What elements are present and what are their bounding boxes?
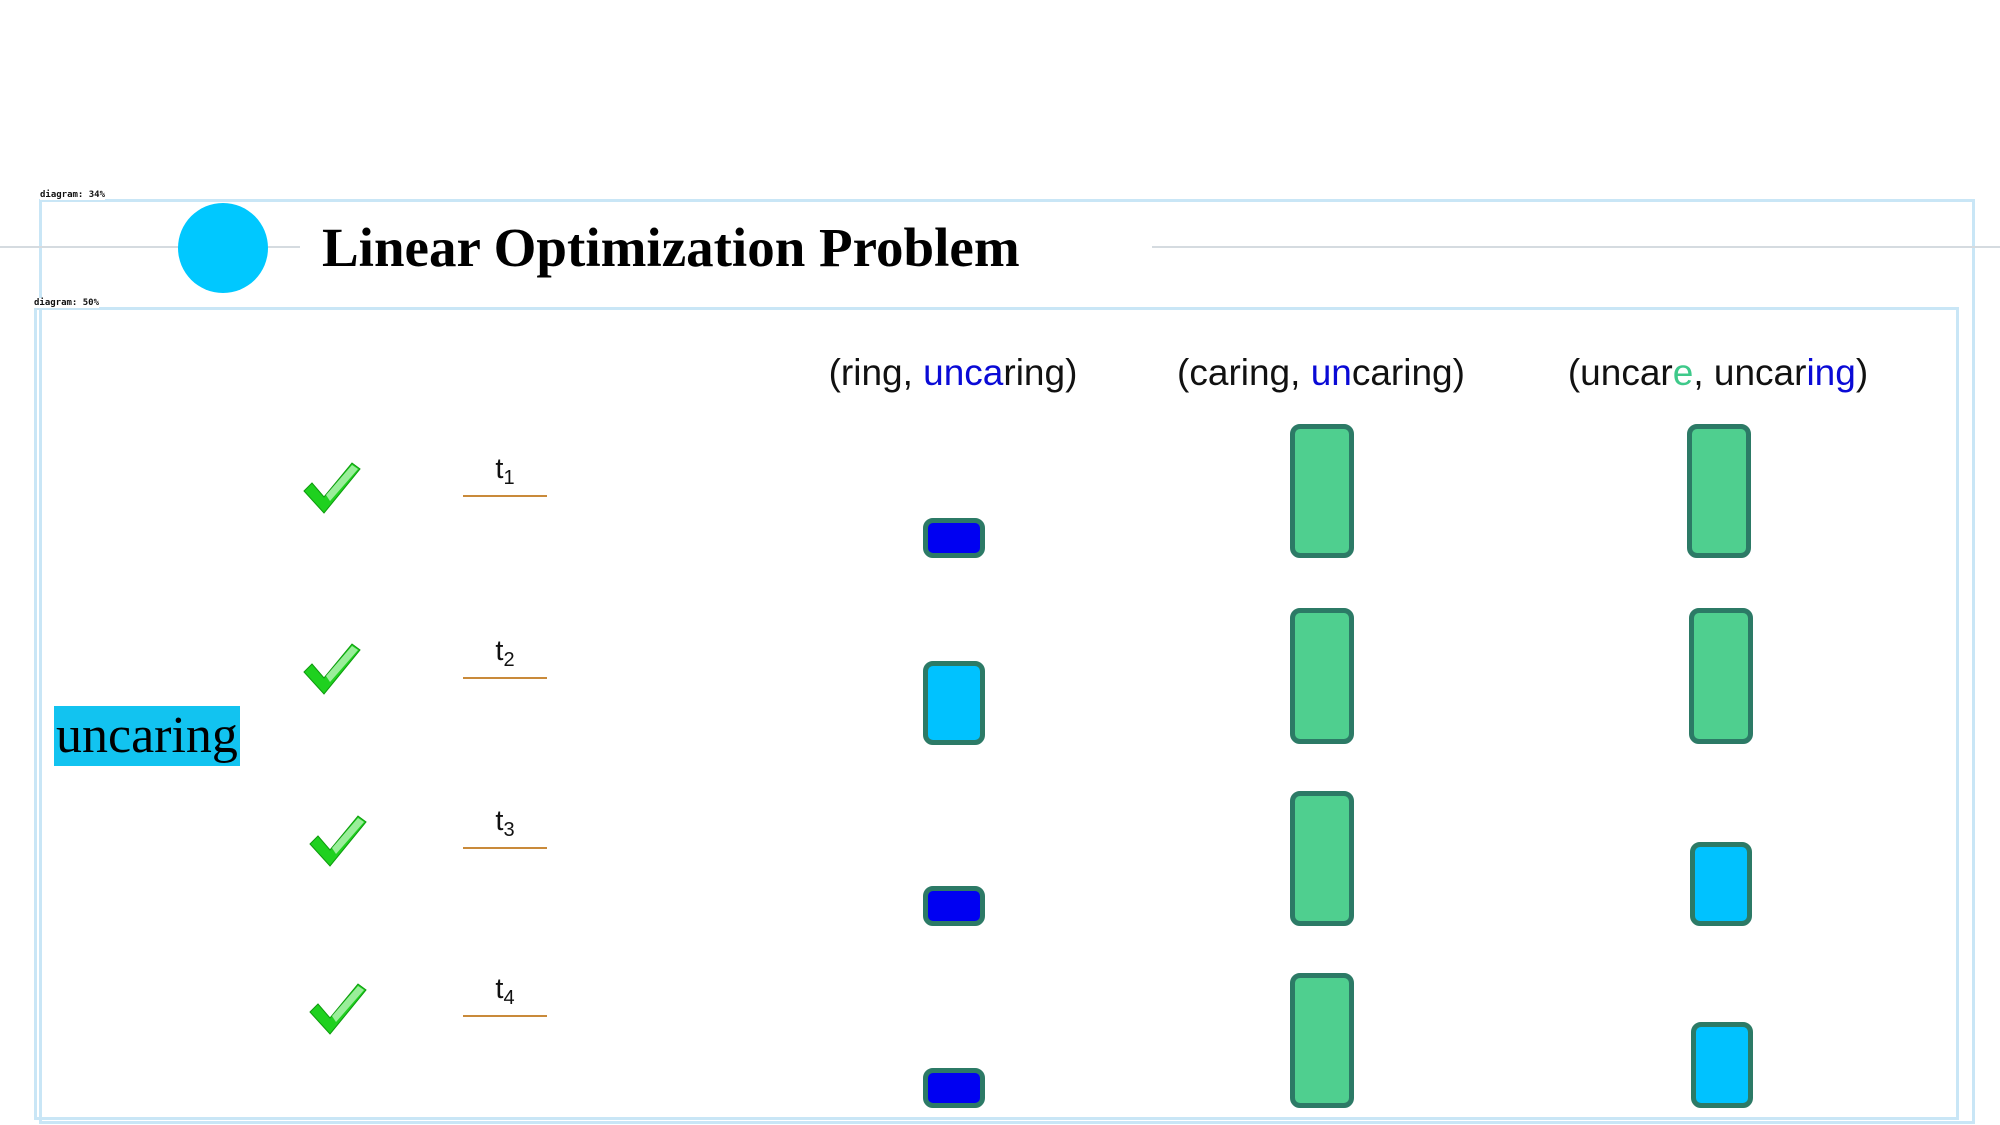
row-label-subscript: 3 (503, 819, 515, 841)
diagram-frame-outer (39, 199, 1975, 1124)
column-1-row-1-box (923, 518, 985, 558)
column-header-highlight: ing (1806, 352, 1856, 393)
column-header-text: caring) (1351, 352, 1465, 393)
check-icon (303, 643, 361, 695)
check-icon (303, 462, 361, 514)
row-label-subscript: 4 (503, 987, 515, 1009)
row-label-t1: t1 (463, 452, 547, 497)
column-2-row-4-box (1290, 973, 1354, 1108)
column-header-highlight: un (1310, 352, 1352, 393)
column-1-row-2-box (923, 661, 985, 745)
column-header-text: ring) (1003, 352, 1078, 393)
header-rule-left (0, 246, 300, 248)
diagram-tag-top: diagram: 34% (40, 190, 106, 200)
check-icon (309, 983, 367, 1035)
row-label-t4: t4 (463, 972, 547, 1017)
column-header-highlight: unca (923, 352, 1004, 393)
column-1-row-4-box (923, 1068, 985, 1108)
column-3-row-1-box (1687, 424, 1751, 558)
row-label-letter: t (495, 453, 504, 485)
row-label-subscript: 2 (503, 649, 515, 671)
row-label-letter: t (495, 805, 504, 837)
column-header-text: (uncar (1567, 352, 1673, 393)
diagram-tag-bottom: diagram: 50% (34, 298, 100, 308)
column-header-1: (ring, uncaring) (829, 352, 1078, 394)
row-label-subscript: 1 (503, 467, 515, 489)
column-header-3: (uncare, uncaring) (1568, 352, 1868, 394)
slide-title: Linear Optimization Problem (322, 217, 1020, 278)
column-header-text: (ring, (828, 352, 924, 393)
column-3-row-2-box (1689, 608, 1753, 744)
column-header-2: (caring, uncaring) (1177, 352, 1465, 394)
word-label: uncaring (54, 706, 240, 766)
row-label-letter: t (495, 973, 504, 1005)
column-3-row-3-box (1690, 842, 1752, 926)
column-header-text: , uncar (1693, 352, 1807, 393)
check-icon (309, 815, 367, 867)
column-2-row-2-box (1290, 608, 1354, 744)
column-3-row-4-box (1691, 1022, 1753, 1108)
header-rule-right (1152, 246, 2000, 248)
column-1-row-3-box (923, 886, 985, 926)
diagram-frame-inner (34, 307, 1959, 1120)
column-2-row-3-box (1290, 791, 1354, 926)
row-label-letter: t (495, 635, 504, 667)
bullet-circle (178, 203, 268, 293)
column-header-highlight: e (1672, 352, 1694, 393)
row-label-t3: t3 (463, 804, 547, 849)
column-header-text: ) (1855, 352, 1869, 393)
row-label-t2: t2 (463, 634, 547, 679)
column-header-text: (caring, (1177, 352, 1311, 393)
column-2-row-1-box (1290, 424, 1354, 558)
